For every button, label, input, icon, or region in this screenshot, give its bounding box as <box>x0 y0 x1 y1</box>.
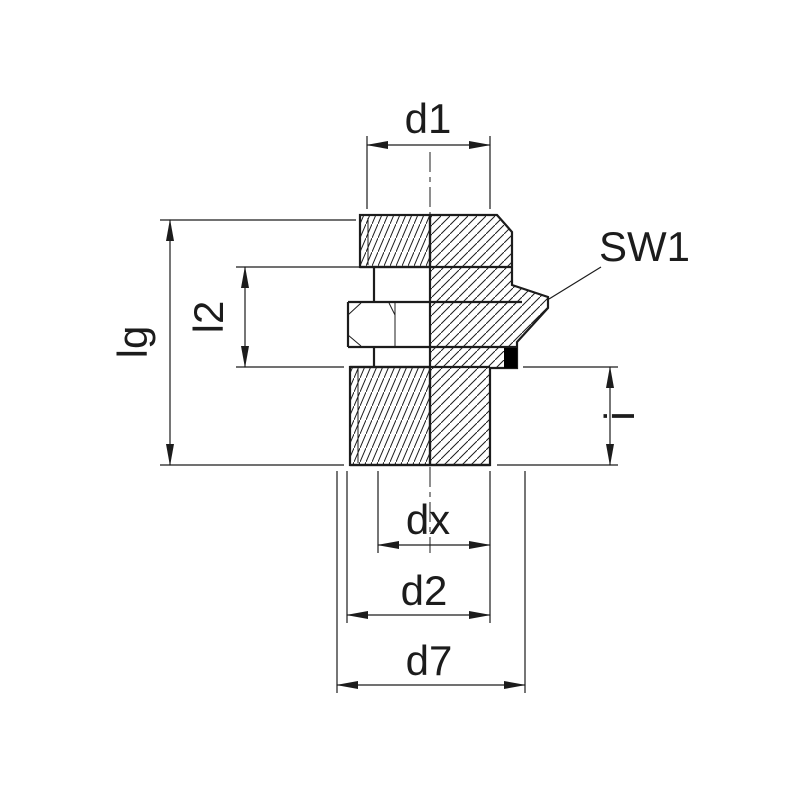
dimension-label-l2: l2 <box>185 301 232 334</box>
dimension-lines <box>166 141 614 689</box>
fitting-outline <box>346 265 522 467</box>
dimension-label-d2: d2 <box>401 567 448 614</box>
sw1-leader-line <box>548 266 602 300</box>
thread-hatch-upper <box>358 213 432 269</box>
thread-hatch-lower <box>348 365 432 467</box>
dimension-label-d1: d1 <box>405 95 452 142</box>
section-hatch-body <box>428 213 550 467</box>
dimension-label-dx: dx <box>406 496 450 543</box>
extension-lines <box>160 136 618 693</box>
dimension-label-sw1: SW1 <box>599 223 690 270</box>
dimension-label-d7: d7 <box>406 637 453 684</box>
dimension-label-lg: lg <box>109 326 156 359</box>
fitting-detail-lines <box>347 218 396 463</box>
dimension-label-i: i <box>596 411 643 420</box>
o-ring-seal <box>504 348 517 368</box>
